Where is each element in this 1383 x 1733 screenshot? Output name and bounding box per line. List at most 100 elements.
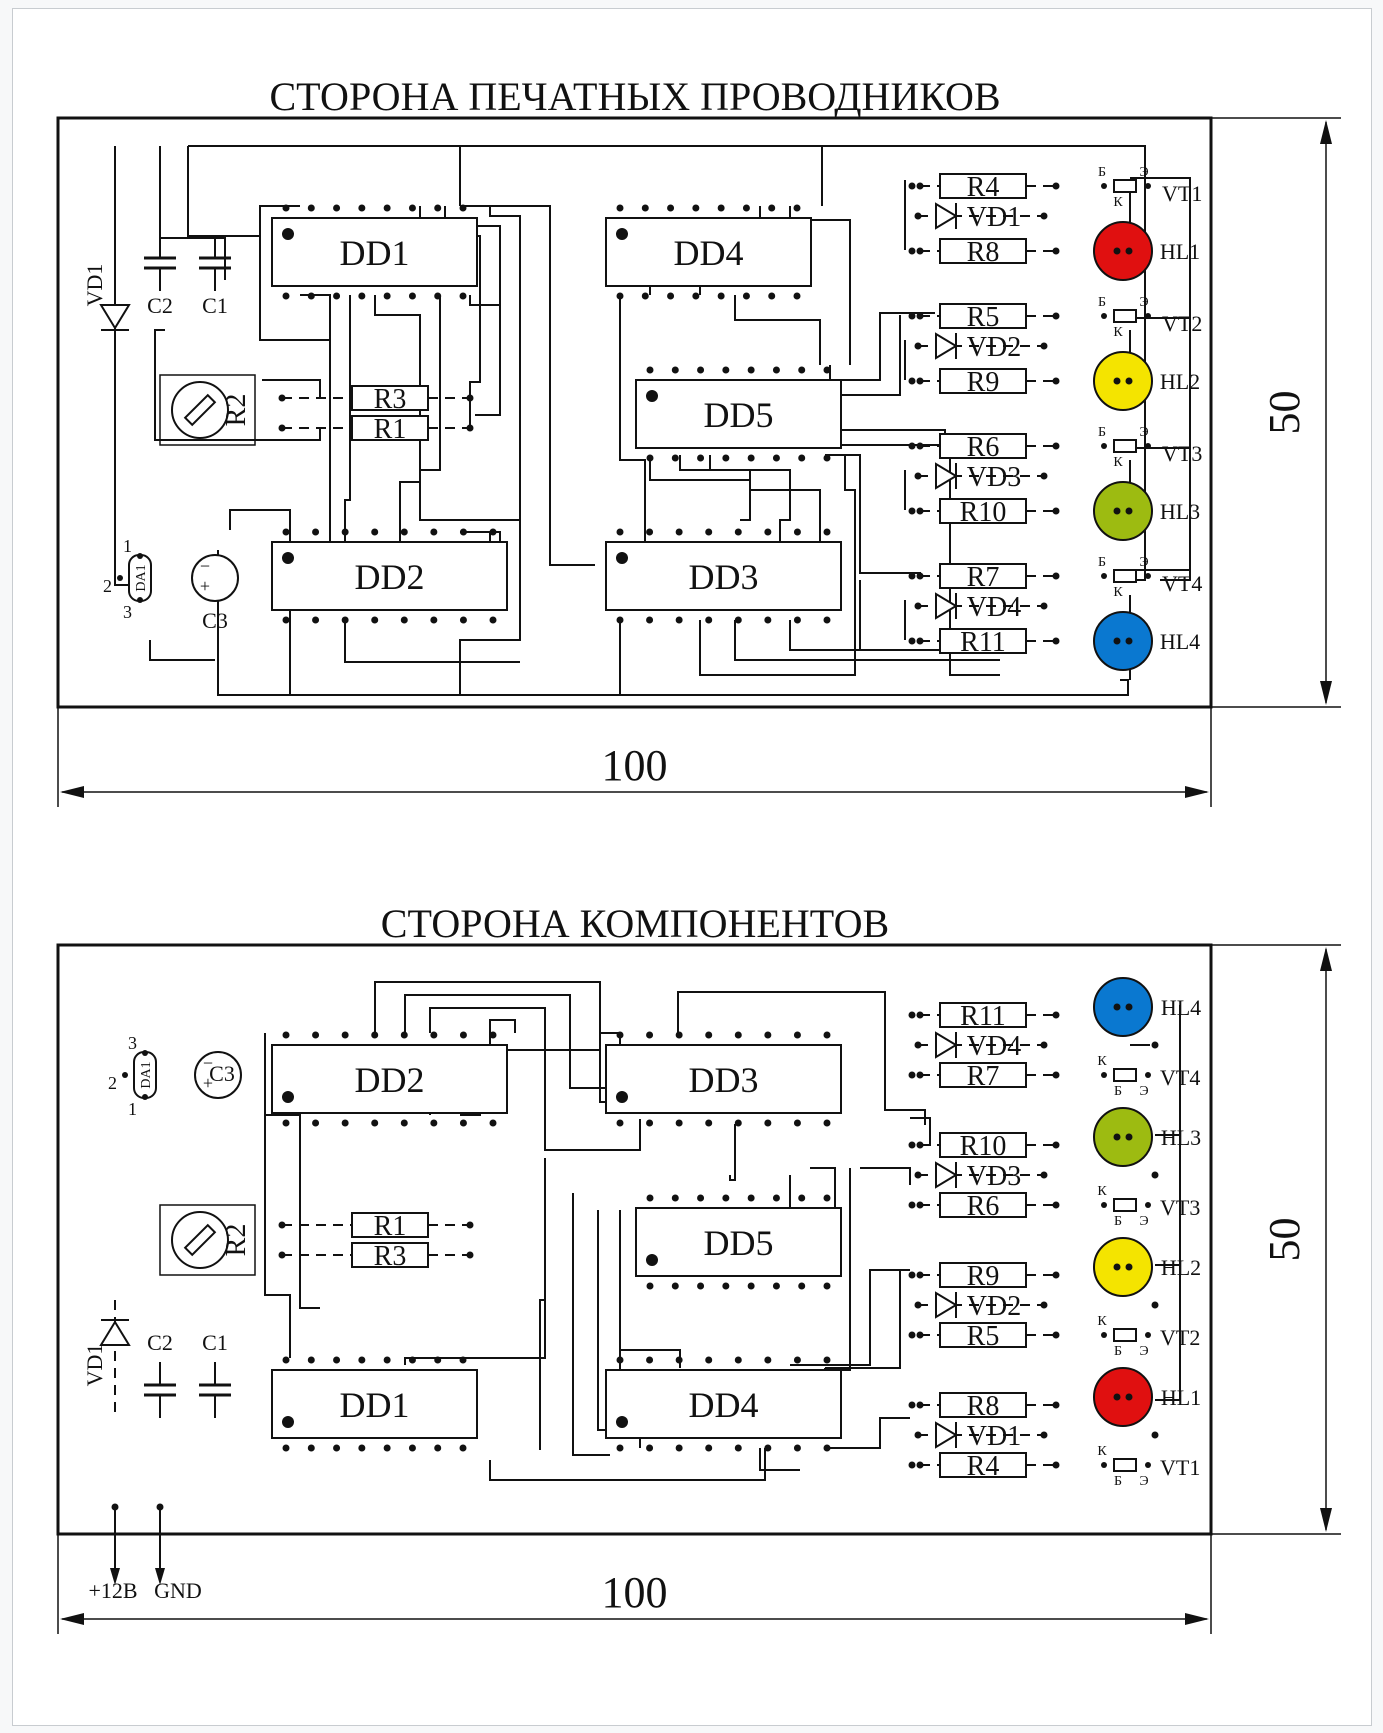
chip-pin-pad	[646, 1119, 654, 1127]
chip-pin-pad	[705, 1031, 713, 1039]
arrowhead	[1185, 786, 1209, 798]
chip-pin-pad	[705, 1444, 713, 1452]
transistor-pin-label: К	[1097, 1054, 1107, 1069]
polarity-mark: −	[203, 1053, 213, 1073]
solder-pad	[1101, 443, 1107, 449]
diode-label: VD3	[967, 462, 1021, 493]
chip-pin-pad	[671, 454, 679, 462]
resistor-body	[351, 385, 429, 411]
polarity-mark: −	[200, 556, 210, 576]
regulator-pin-number: 1	[128, 1099, 137, 1119]
solder-pad	[466, 1251, 474, 1259]
resistor-r1: R1	[278, 1211, 474, 1242]
resistor-r3: R3	[278, 1241, 474, 1272]
pin1-marker	[616, 228, 628, 240]
chip-pin-pad	[408, 204, 416, 212]
solder-pad	[1052, 377, 1060, 385]
chip-pin-pad	[772, 1282, 780, 1290]
capacitor-label: C3	[202, 608, 228, 633]
chip-pin-pad	[282, 1356, 290, 1364]
solder-pad	[914, 602, 922, 610]
solder-pad	[122, 1072, 128, 1078]
diode-vd3: VD3	[914, 462, 1048, 493]
solder-pad	[1101, 1202, 1107, 1208]
chip-pin-pad	[793, 204, 801, 212]
resistor-label: R1	[374, 1211, 407, 1242]
solder-pad	[916, 377, 924, 385]
chip-pin-pad	[646, 454, 654, 462]
solder-pad	[914, 1041, 922, 1049]
chip-pin-pad	[371, 1119, 379, 1127]
chip-pin-pad	[823, 1194, 831, 1202]
chip-pin-pad	[459, 616, 467, 624]
resistor-body	[939, 628, 1027, 654]
solder-pad	[908, 312, 916, 320]
chip-label: DD2	[355, 1060, 425, 1100]
chip-pin-pad	[400, 1119, 408, 1127]
resistor-body	[351, 1242, 429, 1268]
chip-body	[271, 217, 478, 287]
height-dimension-label: 50	[1260, 391, 1309, 435]
chip-dd1: DD1	[271, 1356, 478, 1452]
chip-pin-pad	[371, 1031, 379, 1039]
solder-pad	[1145, 1332, 1151, 1338]
diode-label: VD1	[967, 1421, 1021, 1452]
solder-pad	[916, 1331, 924, 1339]
solder-pad	[1052, 572, 1060, 580]
resistor-label: R11	[960, 627, 1006, 658]
electrolytic-body	[194, 1051, 242, 1099]
chip-label: DD1	[340, 233, 410, 273]
chip-pin-pad	[333, 1444, 341, 1452]
diode-label: VD1	[967, 202, 1021, 233]
chip-label: DD4	[689, 1385, 759, 1425]
chip-pin-pad	[307, 204, 315, 212]
chip-pin-pad	[764, 528, 772, 536]
chip-pin-pad	[383, 1444, 391, 1452]
solder-pad	[916, 312, 924, 320]
capacitor-label: C1	[202, 1330, 228, 1355]
resistor-label: R8	[967, 237, 1000, 268]
led-hl2: HL2	[1093, 351, 1200, 411]
chip-pin-pad	[646, 1282, 654, 1290]
chip-pin-pad	[312, 528, 320, 536]
transistor-body	[1113, 309, 1137, 323]
chip-dd4: DD4	[605, 1356, 842, 1452]
solder-pad	[1052, 1401, 1060, 1409]
solder-pad	[1151, 1431, 1159, 1439]
diode-triangle	[99, 1320, 131, 1346]
resistor-body	[939, 1392, 1027, 1418]
solder-pad	[1101, 183, 1107, 189]
solder-pad	[1113, 1263, 1121, 1271]
capacitor-c1: C1	[199, 1330, 231, 1418]
chip-pin-pad	[333, 292, 341, 300]
chip-pin-pad	[823, 528, 831, 536]
transistor-vt1: БКЭ	[1098, 165, 1151, 210]
transistor-pin-label: К	[1113, 325, 1123, 340]
resistor-r1: R1	[278, 414, 474, 445]
pin1-marker	[646, 390, 658, 402]
chip-pin-pad	[282, 616, 290, 624]
solder-pad	[466, 1221, 474, 1229]
resistor-r11: R11	[916, 627, 1060, 658]
solder-pad	[1125, 1003, 1133, 1011]
solder-pad	[1101, 313, 1107, 319]
chip-pin-pad	[705, 616, 713, 624]
panel-title: СТОРОНА ПЕЧАТНЫХ ПРОВОДНИКОВ	[269, 74, 1000, 119]
capacitor-c3: −+C3	[191, 554, 239, 633]
transistor-pin-label: Э	[1139, 1214, 1148, 1229]
regulator-pin-number: 3	[128, 1033, 137, 1053]
chip-label: DD5	[704, 395, 774, 435]
solder-pad	[908, 182, 916, 190]
resistor-body	[939, 1322, 1027, 1348]
chip-pin-pad	[489, 616, 497, 624]
solder-pad	[1040, 602, 1048, 610]
solder-pad	[1125, 1263, 1133, 1271]
diode-label: VD2	[967, 1291, 1021, 1322]
resistor-label: R6	[967, 1191, 1000, 1222]
regulator-pin-number: 1	[123, 536, 132, 556]
transistor-pin-label: Б	[1114, 1084, 1122, 1099]
resistor-label: R1	[374, 414, 407, 445]
chip-body	[271, 1044, 508, 1114]
chip-pin-pad	[823, 1444, 831, 1452]
transistor-pin-label: Э	[1139, 1344, 1148, 1359]
